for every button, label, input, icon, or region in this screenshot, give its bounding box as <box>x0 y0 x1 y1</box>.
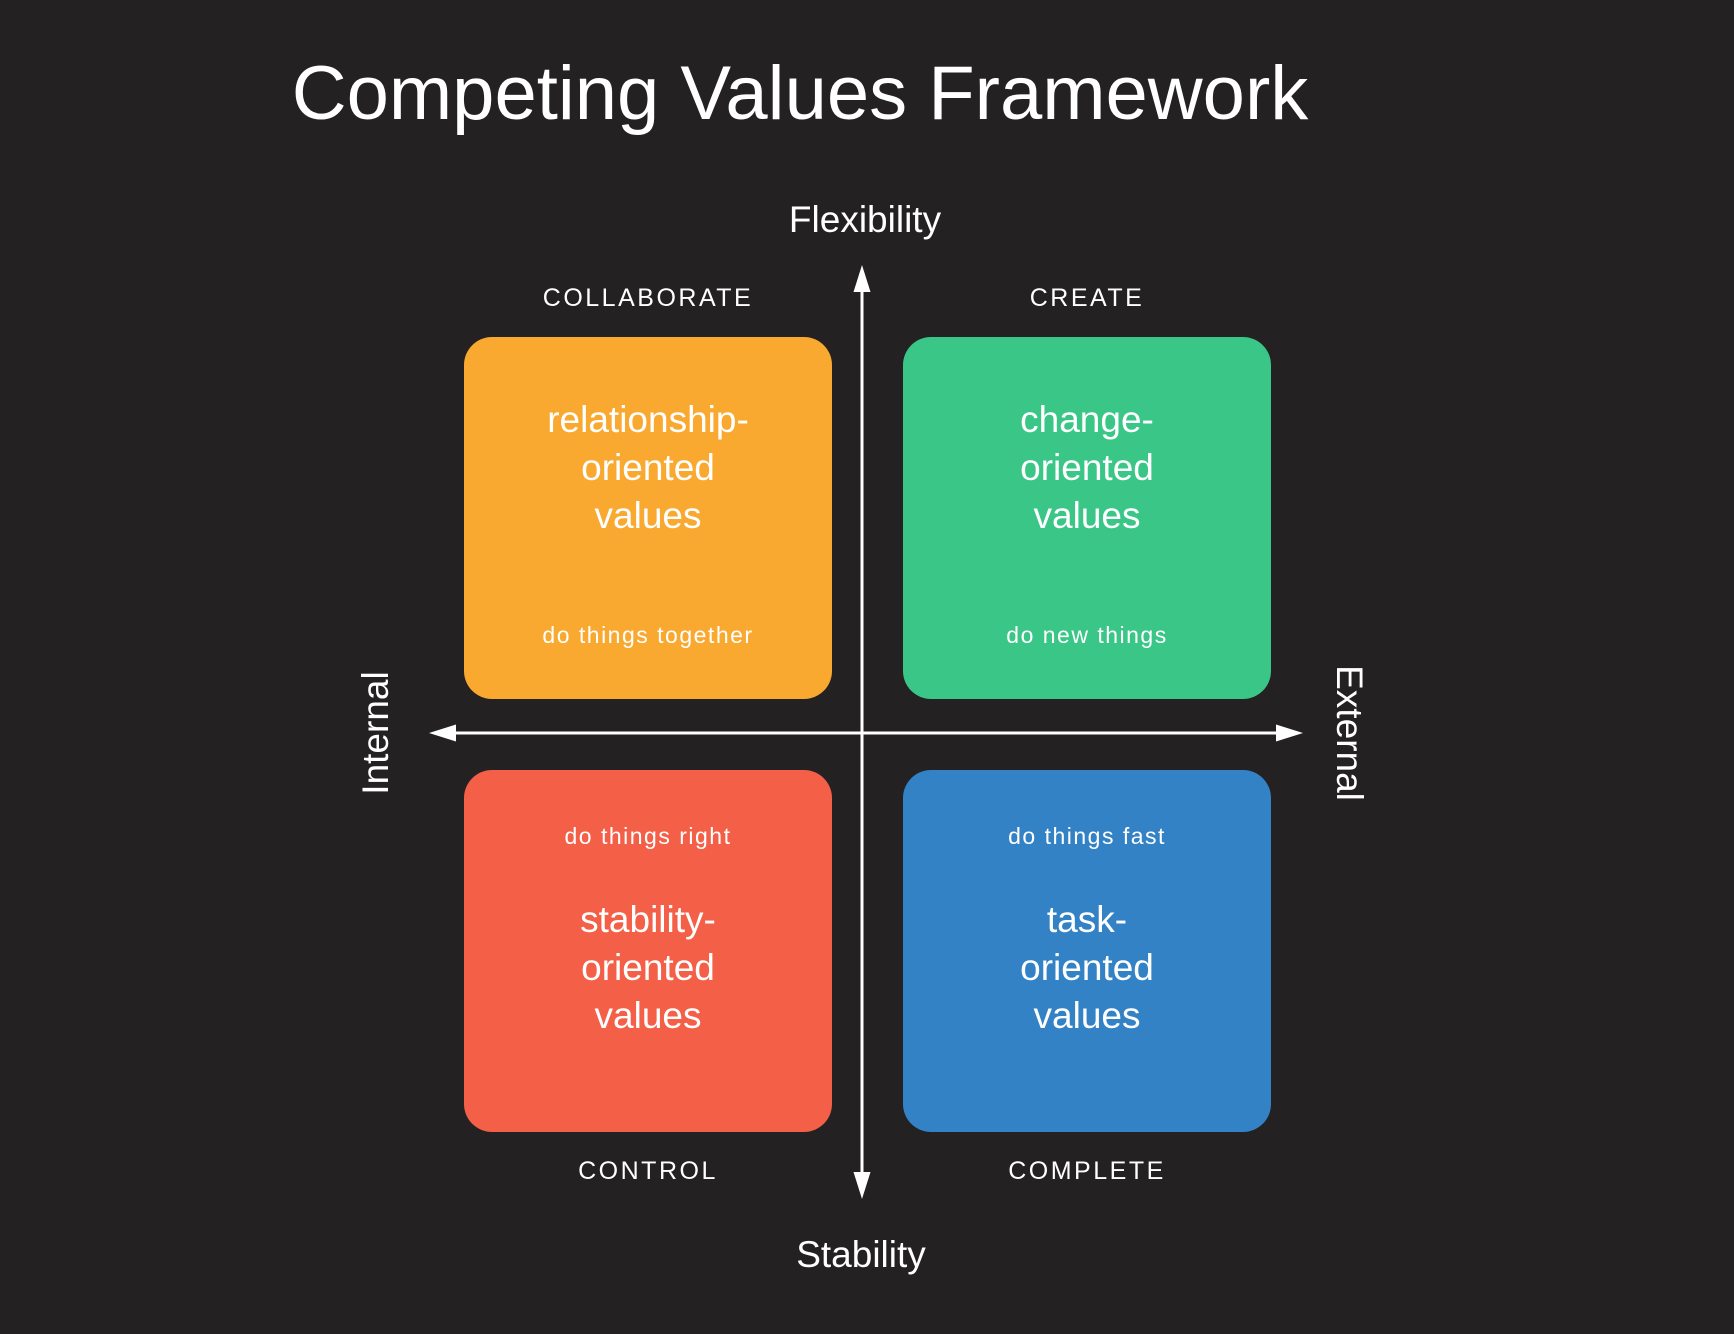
quadrant-main-text: stability- oriented values <box>464 896 832 1040</box>
quadrant-label-complete: COMPLETE <box>1008 1157 1166 1185</box>
quadrant-main-text-line: values <box>594 495 702 536</box>
quadrant-main-text-line: oriented <box>581 947 715 988</box>
quadrant-label-collaborate: COLLABORATE <box>542 284 754 312</box>
quadrant-caption: do things fast <box>1008 823 1166 849</box>
quadrant-caption: do new things <box>1006 622 1168 648</box>
page-title: Competing Values Framework <box>291 51 1309 136</box>
quadrant-main-text: task- oriented values <box>903 896 1271 1040</box>
quadrant-main-text-line: values <box>1033 495 1141 536</box>
quadrant-complete-box: do things fast task- oriented values <box>903 770 1271 1132</box>
axis-label-stability: Stability <box>796 1234 926 1275</box>
quadrant-main-text-line: oriented <box>1020 447 1154 488</box>
quadrant-main-text-line: change- <box>1020 399 1154 440</box>
quadrant-caption: do things together <box>542 622 754 648</box>
quadrant-control-box: do things right stability- oriented valu… <box>464 770 832 1132</box>
quadrant-main-text-line: task- <box>1046 899 1128 940</box>
quadrant-main-text: change- oriented values <box>903 396 1271 540</box>
quadrant-main-text: relationship- oriented values <box>464 396 832 540</box>
quadrant-main-text-line: values <box>594 995 702 1036</box>
arrowhead-left-icon <box>429 724 456 742</box>
arrowhead-up-icon <box>853 265 871 292</box>
quadrant-collaborate-box: relationship- oriented values do things … <box>464 337 832 699</box>
quadrant-main-text-line: oriented <box>581 447 715 488</box>
quadrant-create-box: change- oriented values do new things <box>903 337 1271 699</box>
quadrant-main-text-line: values <box>1033 995 1141 1036</box>
quadrant-caption: do things right <box>564 823 732 849</box>
quadrant-label-create: CREATE <box>1029 284 1145 312</box>
quadrant-label-control: CONTROL <box>578 1157 718 1185</box>
axis-label-flexibility: Flexibility <box>788 199 942 240</box>
arrowhead-down-icon <box>853 1172 871 1199</box>
quadrant-main-text-line: oriented <box>1020 947 1154 988</box>
quadrant-main-text-line: stability- <box>580 899 716 940</box>
quadrant-main-text-line: relationship- <box>547 399 749 440</box>
arrowhead-right-icon <box>1276 724 1303 742</box>
